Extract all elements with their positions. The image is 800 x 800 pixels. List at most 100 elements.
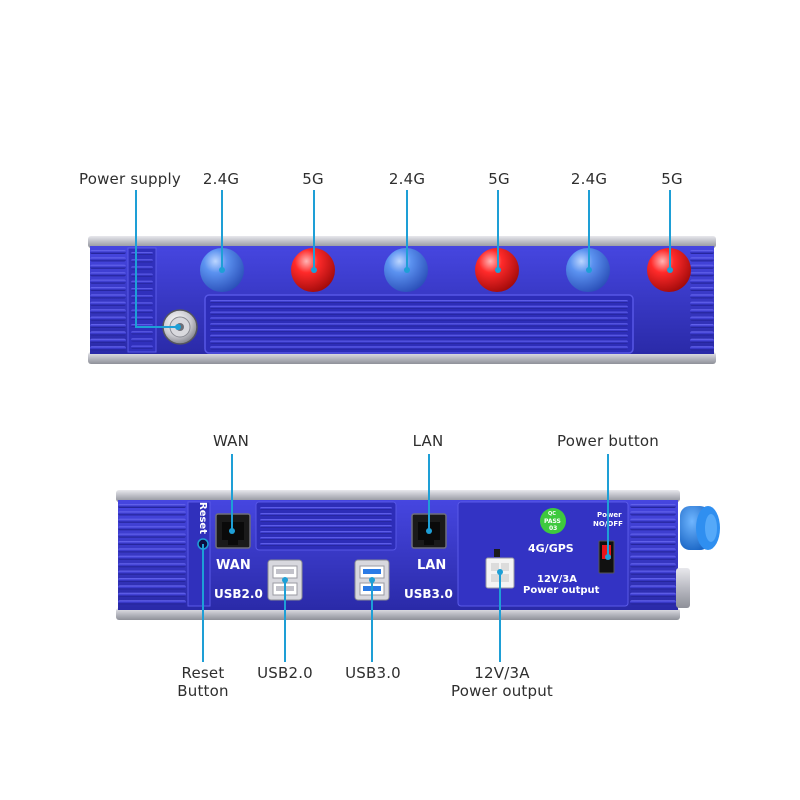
heatsink-fin <box>90 272 126 277</box>
qc-badge-line3: 03 <box>549 525 558 532</box>
heatsink-fin <box>630 541 676 545</box>
callout-usb2: USB2.0 <box>257 664 313 682</box>
heatsink-fin <box>90 331 126 336</box>
heatsink-fin <box>90 338 126 343</box>
callout-line-antenna-1 <box>221 190 223 270</box>
callout-antenna-1: 2.4G <box>202 170 240 188</box>
callout-dot-antenna-3 <box>404 267 410 273</box>
heatsink-fin <box>90 287 126 291</box>
callout-line-antenna-2 <box>313 190 315 270</box>
callout-line-power-supply <box>135 190 137 328</box>
callout-dot-antenna-2 <box>311 267 317 273</box>
callout-line-lan <box>428 454 430 532</box>
panel-label-usb3: USB3.0 <box>404 587 453 601</box>
callout-dot-power-button <box>605 554 611 560</box>
heatsink-fin <box>90 309 126 314</box>
callout-power-output-line1: 12V/3A <box>474 664 530 682</box>
callout-dot-wan <box>229 528 235 534</box>
heatsink-fin <box>260 507 392 510</box>
heatsink-fin <box>630 570 676 575</box>
heatsink-fin <box>118 541 186 545</box>
heatsink-fin <box>118 533 186 538</box>
heatsink-fin <box>690 250 714 254</box>
heatsink-fin <box>131 338 153 342</box>
panel-label-power-output-1: 12V/3A <box>537 574 578 585</box>
heatsink-fin <box>118 511 186 516</box>
heatsink-fin <box>131 345 153 349</box>
panel-label-wan: WAN <box>216 558 251 573</box>
heatsink-fin <box>630 548 676 553</box>
heatsink-fin <box>90 301 126 306</box>
panel-label-power-switch-1: Power <box>597 511 622 519</box>
heatsink-fin <box>210 300 628 303</box>
heatsink-fin <box>260 525 392 528</box>
heatsink-fin <box>90 316 126 321</box>
heatsink-fin <box>210 305 628 309</box>
heatsink-fin <box>90 279 126 284</box>
heatsink-fin <box>118 555 186 560</box>
callout-line-wan <box>231 454 233 532</box>
heatsink-fin <box>118 548 186 553</box>
front-left-fins <box>90 250 126 351</box>
callout-line-usb3 <box>371 580 373 662</box>
callout-dot-antenna-4 <box>495 267 501 273</box>
heatsink-fin <box>118 526 186 531</box>
heatsink-fin <box>690 272 714 277</box>
heatsink-fin <box>90 250 126 254</box>
heatsink-fin <box>118 578 186 582</box>
heatsink-fin <box>260 513 392 516</box>
heatsink-fin <box>118 563 186 568</box>
heatsink-fin <box>118 585 186 590</box>
callout-dot-power-supply <box>175 324 181 330</box>
callout-line-power-button <box>607 454 609 558</box>
rear-device <box>116 490 720 620</box>
callout-dot-antenna-5 <box>586 267 592 273</box>
heatsink-fin <box>690 309 714 314</box>
heatsink-fin <box>690 346 714 351</box>
heatsink-fin <box>690 338 714 343</box>
callout-power-output: 12V/3A Power output <box>451 664 553 700</box>
heatsink-fin <box>690 331 714 336</box>
panel-label-lan: LAN <box>417 558 447 573</box>
callout-antenna-2: 5G <box>302 170 324 188</box>
heatsink-fin <box>630 600 676 605</box>
power-cap <box>680 506 720 550</box>
heatsink-fin <box>118 518 186 523</box>
callout-antenna-6: 5G <box>661 170 683 188</box>
panel-label-power-output-2: Power output <box>523 585 600 596</box>
callout-power-supply: Power supply <box>79 170 181 188</box>
qc-pass-badge <box>540 508 566 534</box>
heatsink-fin <box>630 526 676 531</box>
panel-label-gps: 4G/GPS <box>528 542 574 555</box>
callout-line-antenna-5 <box>588 190 590 270</box>
heatsink-fin <box>630 592 676 597</box>
callout-power-button: Power button <box>557 432 659 450</box>
callout-antenna-4: 5G <box>488 170 510 188</box>
qc-badge-line2: PASS <box>544 518 561 525</box>
heatsink-fin <box>630 518 676 523</box>
heatsink-fin <box>690 264 714 269</box>
heatsink-fin <box>630 511 676 516</box>
heatsink-fin <box>690 294 714 299</box>
callout-dot-usb2 <box>282 577 288 583</box>
callout-line-power-supply-h <box>135 326 177 328</box>
callout-antenna-5: 2.4G <box>570 170 608 188</box>
heatsink-fin <box>260 519 392 522</box>
heatsink-fin <box>690 287 714 291</box>
heatsink-fin <box>630 555 676 560</box>
heatsink-fin <box>118 570 186 575</box>
panel-label-usb2: USB2.0 <box>214 587 263 601</box>
heatsink-fin <box>118 592 186 597</box>
heatsink-fin <box>210 317 628 321</box>
heatsink-fin <box>90 257 126 262</box>
heatsink-fin <box>630 578 676 582</box>
callout-antenna-3: 2.4G <box>388 170 426 188</box>
callout-lan: LAN <box>412 432 444 450</box>
heatsink-fin <box>260 543 392 546</box>
callout-line-antenna-6 <box>669 190 671 270</box>
heatsink-fin <box>260 531 392 534</box>
heatsink-fin <box>118 504 186 508</box>
callout-line-reset <box>202 544 204 662</box>
heatsink-fin <box>630 563 676 568</box>
heatsink-fin <box>690 279 714 284</box>
